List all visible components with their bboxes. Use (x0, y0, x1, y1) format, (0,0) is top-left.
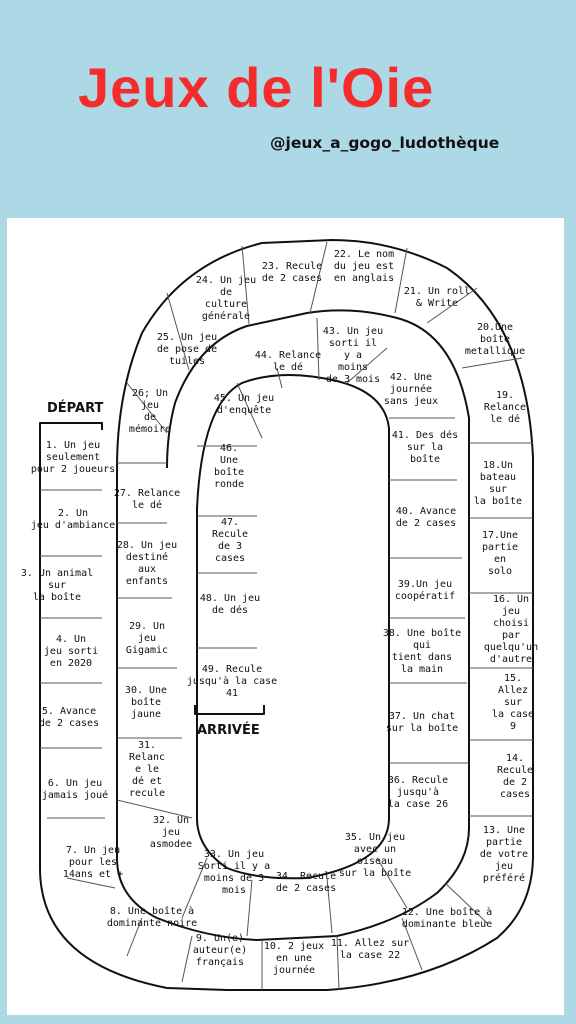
cell-32: 32. Un jeu asmodee (149, 815, 193, 850)
cell-13: 13. Une partie de votre jeu préféré (479, 825, 529, 884)
cell-25: 25. Un jeu de pose de tuiles (156, 332, 218, 367)
cell-17: 17.Une partie en solo (481, 530, 519, 577)
cell-9: 9. Un(e) auteur(e) français (192, 933, 248, 968)
cell-8: 8. Une boîte à dominante noire (106, 906, 198, 929)
cell-15: 15. Allez sur la case 9 (491, 673, 535, 732)
page-title: Jeux de l'Oie (78, 56, 435, 119)
cell-11: 11. Allez sur la case 22 (330, 938, 410, 961)
cell-33: 33. Un jeu Sorti il y a moins de 3 mois (197, 849, 271, 896)
cell-31: 31. Relanc e le dé et recule (128, 740, 166, 799)
cell-6: 6. Un jeu jamais joué (41, 778, 109, 801)
cell-34: 34. Recule de 2 cases (275, 871, 337, 894)
cell-43: 43. Un jeu sorti il y a moins de 3 mois (322, 326, 384, 385)
cell-39: 39.Un jeu coopératif (394, 579, 456, 602)
start-label: DÉPART (47, 401, 104, 416)
cell-22: 22. Le nom du jeu est en anglais (333, 249, 395, 284)
cell-24: 24. Un jeu de culture générale (195, 275, 257, 322)
cell-1: 1. Un jeu seulement pour 2 joueurs (30, 440, 116, 475)
author-handle: @jeux_a_gogo_ludothèque (270, 134, 500, 152)
cell-29: 29. Un jeu Gigamic (125, 621, 169, 656)
cell-42: 42. Une journée sans jeux (383, 372, 439, 407)
cell-19: 19. Relance le dé (483, 390, 527, 425)
track-middle-line (116, 309, 470, 941)
cell-49: 49. Recule jusqu'à la case 41 (186, 664, 278, 699)
cell-14: 14. Recule de 2 cases (496, 753, 534, 800)
cell-38: 38. Une boîte qui tient dans la main (382, 628, 462, 675)
cell-12: 12. Une boîte à dominante bleue (401, 907, 493, 930)
cell-20: 20.Une boîte metallique (464, 322, 526, 357)
cell-37: 37. Un chat sur la boîte (385, 711, 459, 734)
cell-40: 40. Avance de 2 cases (395, 506, 457, 529)
game-board: DÉPART ARRIVÉE 1. Un jeu seulement pour … (7, 218, 564, 1015)
cell-2: 2. Un jeu d'ambiance (30, 508, 116, 531)
cell-36: 36. Recule jusqu'à la case 26 (387, 775, 449, 810)
cell-23: 23. Recule de 2 cases (261, 261, 323, 284)
end-marker (194, 705, 265, 715)
track-outer-border (39, 239, 534, 991)
cell-4: 4. Un jeu sorti en 2020 (43, 634, 99, 669)
cell-41: 41. Des dés sur la boîte (391, 430, 459, 465)
cell-35: 35. Un jeu avec un oiseau sur la boîte (338, 832, 412, 879)
cell-47: 47. Recule de 3 cases (211, 517, 249, 564)
cell-16: 16. Un jeu choisi par quelqu'un d'autre (483, 594, 539, 665)
cell-18: 18.Un bateau sur la boîte (473, 460, 523, 507)
cell-45: 45. Un jeu d'enquête (213, 393, 275, 416)
cell-30: 30. Une boîte jaune (124, 685, 168, 720)
cell-21: 21. Un roll & Write (403, 286, 471, 309)
track-inner-line (196, 374, 390, 880)
cell-48: 48. Un jeu de dés (199, 593, 261, 616)
cell-26: 26; Un jeu de mémoire (128, 388, 172, 435)
end-label: ARRIVÉE (197, 723, 260, 738)
cell-44: 44. Relance le dé (254, 350, 322, 373)
cell-7: 7. Un jeu pour les 14ans et + (62, 845, 124, 880)
board-track (39, 239, 534, 991)
cell-27: 27. Relance le dé (113, 488, 181, 511)
cell-3: 3. Un animal sur la boîte (20, 568, 94, 603)
start-marker (39, 422, 103, 430)
cell-28: 28. Un jeu destiné aux enfants (116, 540, 178, 587)
cell-10: 10. 2 jeux en une journée (263, 941, 325, 976)
cell-5: 5. Avance de 2 cases (38, 706, 100, 729)
cell-46: 46. Une boîte ronde (213, 443, 245, 490)
